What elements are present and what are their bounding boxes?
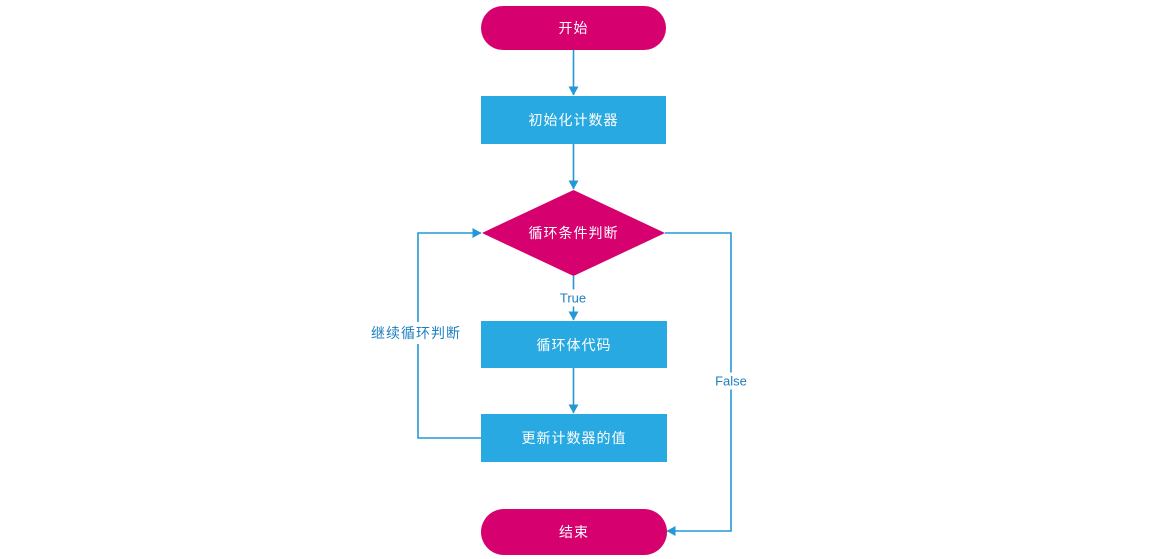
node-init-counter-label: 初始化计数器 xyxy=(528,112,619,128)
node-end-label: 结束 xyxy=(559,524,589,540)
node-loop-condition-label: 循环条件判断 xyxy=(528,225,619,241)
node-update-counter-label: 更新计数器的值 xyxy=(521,430,627,446)
node-update-counter: 更新计数器的值 xyxy=(481,414,667,462)
edge-label-true: True xyxy=(556,289,590,307)
node-start: 开始 xyxy=(481,6,666,50)
edge-label-loop-back: 继续循环判断 xyxy=(368,322,464,344)
node-end: 结束 xyxy=(481,509,667,555)
node-init-counter: 初始化计数器 xyxy=(481,96,666,144)
node-loop-body: 循环体代码 xyxy=(481,321,667,368)
node-loop-body-label: 循环体代码 xyxy=(536,336,612,353)
edge-label-false: False xyxy=(712,372,750,390)
node-start-label: 开始 xyxy=(558,20,589,36)
